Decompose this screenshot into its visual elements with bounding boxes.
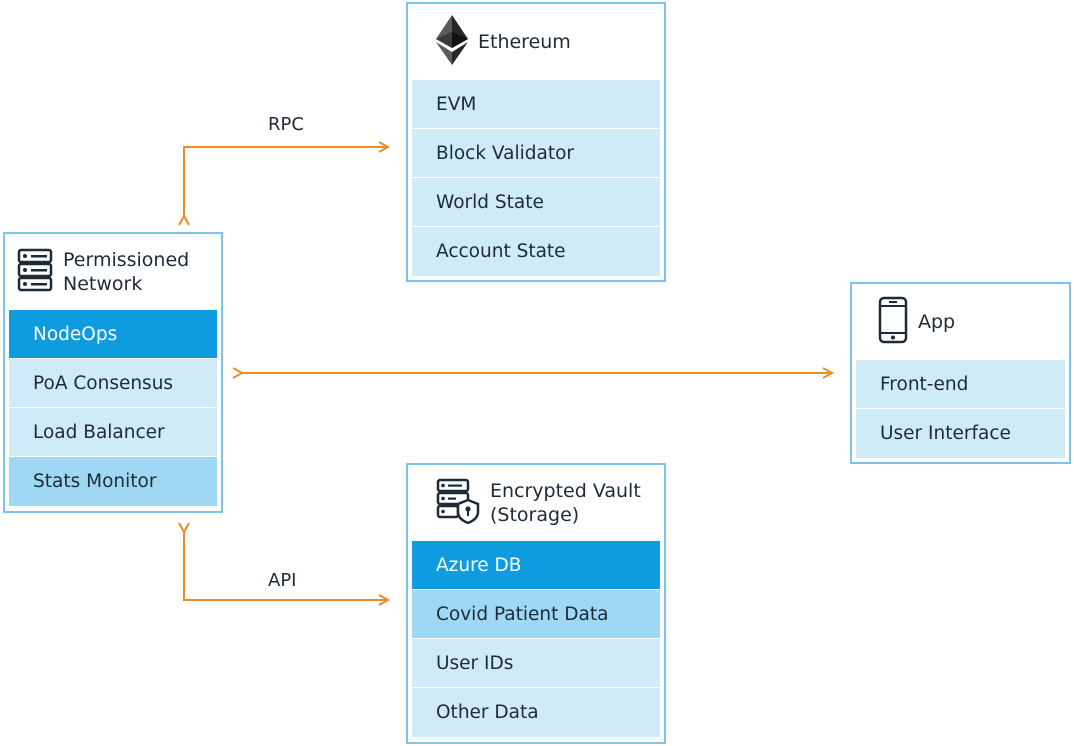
server-lock-icon (436, 478, 480, 528)
network-title: Permissioned Network (63, 249, 190, 295)
vault-item-other-data: Other Data (412, 688, 660, 737)
network-item-load-balancer: Load Balancer (9, 408, 217, 457)
vault-item-azure-db: Azure DB (412, 541, 660, 590)
app-item-front-end: Front-end (856, 360, 1065, 409)
ethereum-logo-icon (436, 15, 468, 69)
rpc-connector (184, 147, 388, 216)
network-box: Permissioned Network NodeOps PoA Consens… (3, 232, 223, 513)
app-title: App (918, 311, 956, 333)
server-icon (17, 248, 53, 296)
ethereum-box: Ethereum EVM Block Validator World State… (406, 2, 666, 282)
api-label: API (268, 570, 297, 591)
app-item-user-interface: User Interface (856, 409, 1065, 458)
rpc-label: RPC (268, 114, 304, 135)
ethereum-item-block-validator: Block Validator (412, 129, 660, 178)
api-connector (184, 532, 388, 600)
network-item-poa-consensus: PoA Consensus (9, 359, 217, 408)
vault-title: Encrypted Vault (Storage) (490, 480, 641, 526)
ethereum-item-world-state: World State (412, 178, 660, 227)
app-box: App Front-end User Interface (850, 282, 1071, 464)
ethereum-title: Ethereum (478, 31, 571, 53)
smartphone-icon (878, 296, 908, 348)
network-item-stats-monitor: Stats Monitor (9, 457, 217, 506)
network-item-nodeops: NodeOps (9, 310, 217, 359)
ethereum-item-evm: EVM (412, 80, 660, 129)
vault-item-user-ids: User IDs (412, 639, 660, 688)
ethereum-item-account-state: Account State (412, 227, 660, 276)
vault-item-covid-patient-data: Covid Patient Data (412, 590, 660, 639)
vault-box: Encrypted Vault (Storage) Azure DB Covid… (406, 463, 666, 744)
